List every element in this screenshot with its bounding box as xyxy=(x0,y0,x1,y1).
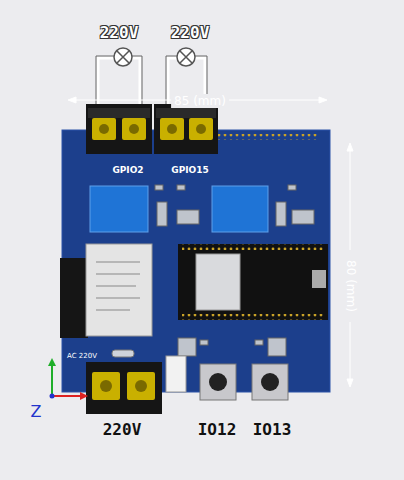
terminal-block xyxy=(86,104,218,154)
push-button xyxy=(200,364,288,400)
axis-gizmo xyxy=(48,358,88,400)
lamp-voltage: 220V xyxy=(171,25,210,41)
lamp-symbol xyxy=(114,48,195,66)
dimension-label: 80 (mm) xyxy=(345,260,357,312)
input-voltage: 220V xyxy=(103,422,142,438)
connector xyxy=(166,356,186,392)
pcb-board xyxy=(62,130,330,392)
power-terminal xyxy=(86,362,162,414)
esp32-module xyxy=(178,244,328,320)
power-module xyxy=(60,244,152,338)
dimension-label: 85 (mm) xyxy=(171,94,229,108)
relay xyxy=(90,186,268,232)
silkscreen-label: AC 220V xyxy=(67,353,97,360)
button-label: IO13 xyxy=(253,422,292,438)
button-label: IO12 xyxy=(198,422,237,438)
header-pads xyxy=(218,134,318,140)
gpio-label: GPIO15 xyxy=(171,166,209,175)
lamp-voltage: 220V xyxy=(100,25,139,41)
fuse xyxy=(112,350,134,357)
gpio-label: GPIO2 xyxy=(112,166,143,175)
axis-label: Z xyxy=(31,404,42,420)
